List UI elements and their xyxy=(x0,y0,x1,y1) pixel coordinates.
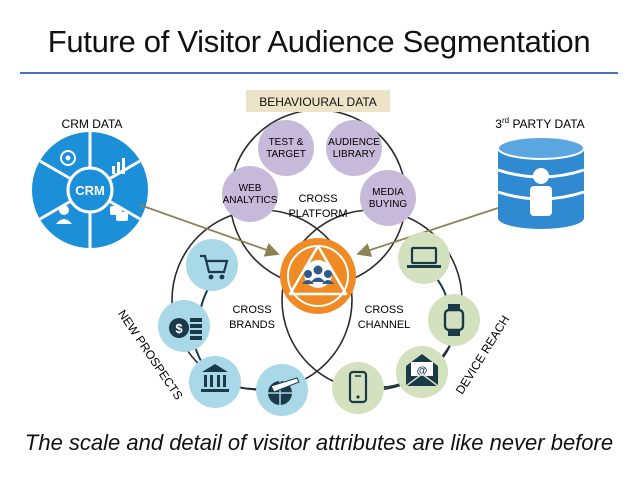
svg-text:$: $ xyxy=(175,321,183,336)
page-title: Future of Visitor Audience Segmentation xyxy=(47,24,591,59)
cross-brands-label-1: CROSS xyxy=(232,304,271,316)
behavioural-node-audience-library: AUDIENCE LIBRARY xyxy=(326,120,382,176)
node-label: AUDIENCE xyxy=(328,137,380,148)
bank-icon xyxy=(189,356,241,408)
globe-plane-icon xyxy=(256,364,308,416)
node-label: MEDIA xyxy=(372,187,404,198)
database-person-icon xyxy=(497,136,585,229)
audience-hub-icon xyxy=(280,238,356,314)
coins-icon: $ xyxy=(158,300,210,352)
behavioural-node-test-target: TEST & TARGET xyxy=(258,120,314,176)
crm-data-label: CRM DATA xyxy=(62,117,123,131)
cross-channel-label-2: CHANNEL xyxy=(358,319,411,331)
laptop-icon xyxy=(398,232,450,284)
footer-caption: The scale and detail of visitor attribut… xyxy=(24,430,614,455)
node-label: TEST & xyxy=(269,137,304,148)
crm-wheel-icon: CRM xyxy=(32,132,148,248)
title-underline xyxy=(20,72,618,74)
cross-platform-label-2: PLATFORM xyxy=(288,208,347,220)
third-party-arrow xyxy=(356,207,499,257)
crm-arrow xyxy=(139,204,280,257)
behavioural-header: BEHAVIOURAL DATA xyxy=(259,95,377,109)
behavioural-header-box xyxy=(246,90,390,112)
crm-center-label: CRM xyxy=(75,183,105,198)
node-label: LIBRARY xyxy=(333,149,376,160)
email-icon: @ xyxy=(396,346,448,398)
node-label: ANALYTICS xyxy=(223,195,278,206)
smartphone-icon xyxy=(332,362,384,414)
cross-channel-label-1: CROSS xyxy=(364,304,403,316)
node-label: BUYING xyxy=(369,199,408,210)
node-label: TARGET xyxy=(266,149,306,160)
cross-platform-label-1: CROSS xyxy=(298,193,337,205)
shopping-cart-icon xyxy=(186,239,238,291)
node-label: WEB xyxy=(239,183,262,194)
third-party-label: 3rd PARTY DATA xyxy=(495,116,584,131)
smartwatch-icon xyxy=(428,294,480,346)
cross-brands-label-2: BRANDS xyxy=(229,319,275,331)
svg-text:@: @ xyxy=(417,365,428,377)
behavioural-node-media-buying: MEDIA BUYING xyxy=(360,170,416,226)
behavioural-node-web-analytics: WEB ANALYTICS xyxy=(222,166,278,222)
